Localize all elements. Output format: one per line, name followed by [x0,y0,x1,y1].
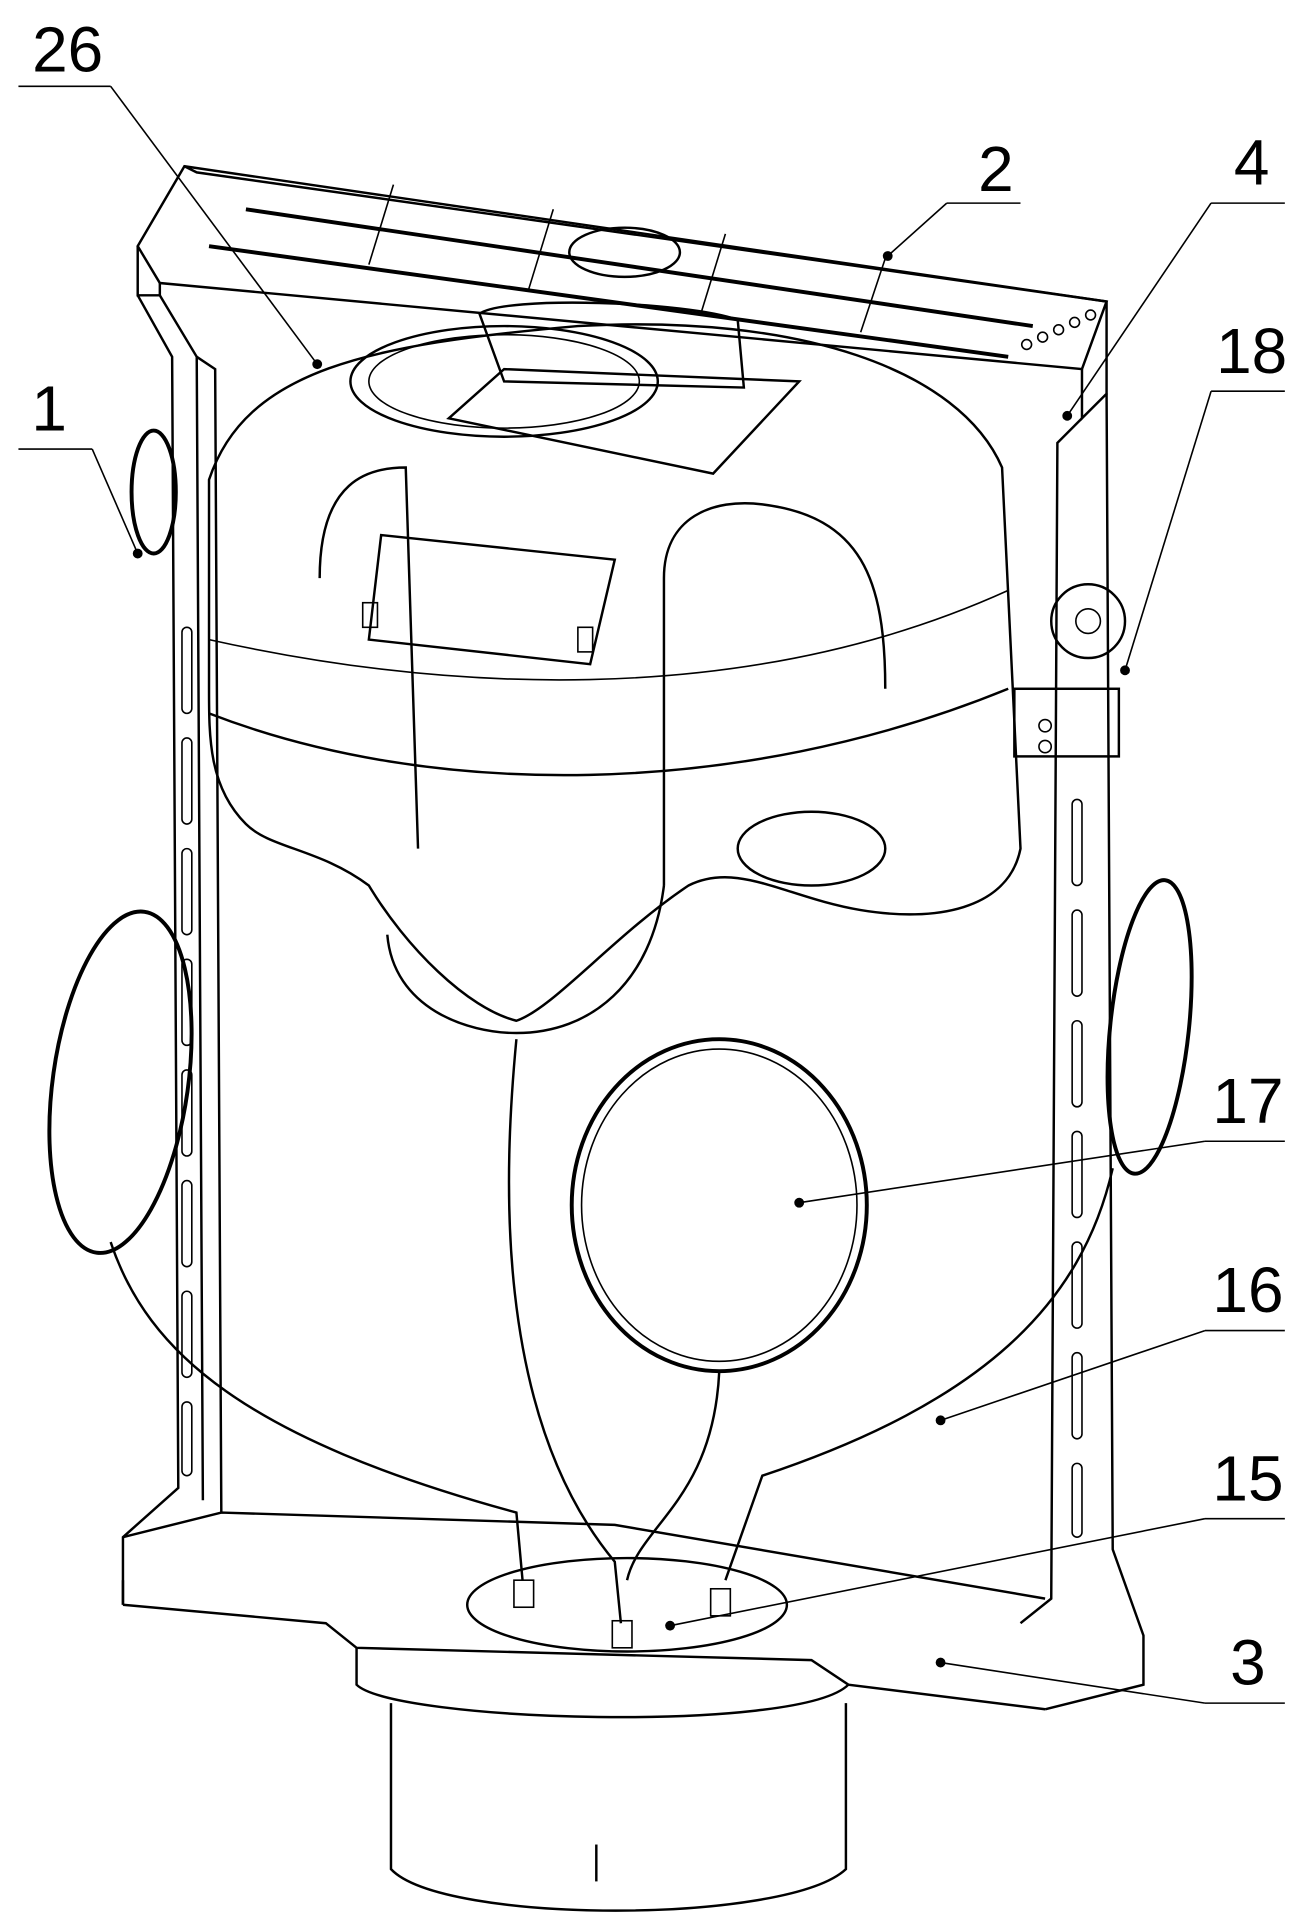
callouts: 26 2 4 18 1 17 16 15 3 [18,14,1287,1704]
label-1: 1 [31,373,67,445]
base-plate [121,1511,1046,1912]
cables [109,1039,1114,1624]
label-16: 16 [1212,1254,1283,1326]
left-column [121,294,223,1605]
side-window-left [47,428,194,1255]
label-4: 4 [1234,127,1270,199]
housing-body [207,301,1022,1035]
front-window [569,1037,869,1374]
label-18: 18 [1216,315,1287,387]
label-26: 26 [32,14,103,86]
frame-holes [1020,309,1097,351]
label-15: 15 [1212,1442,1283,1514]
label-17: 17 [1212,1065,1283,1137]
top-frame [136,164,1109,422]
side-window-right [1105,878,1194,1176]
label-3: 3 [1230,1627,1266,1699]
right-column [1019,393,1145,1711]
label-2: 2 [978,133,1014,205]
